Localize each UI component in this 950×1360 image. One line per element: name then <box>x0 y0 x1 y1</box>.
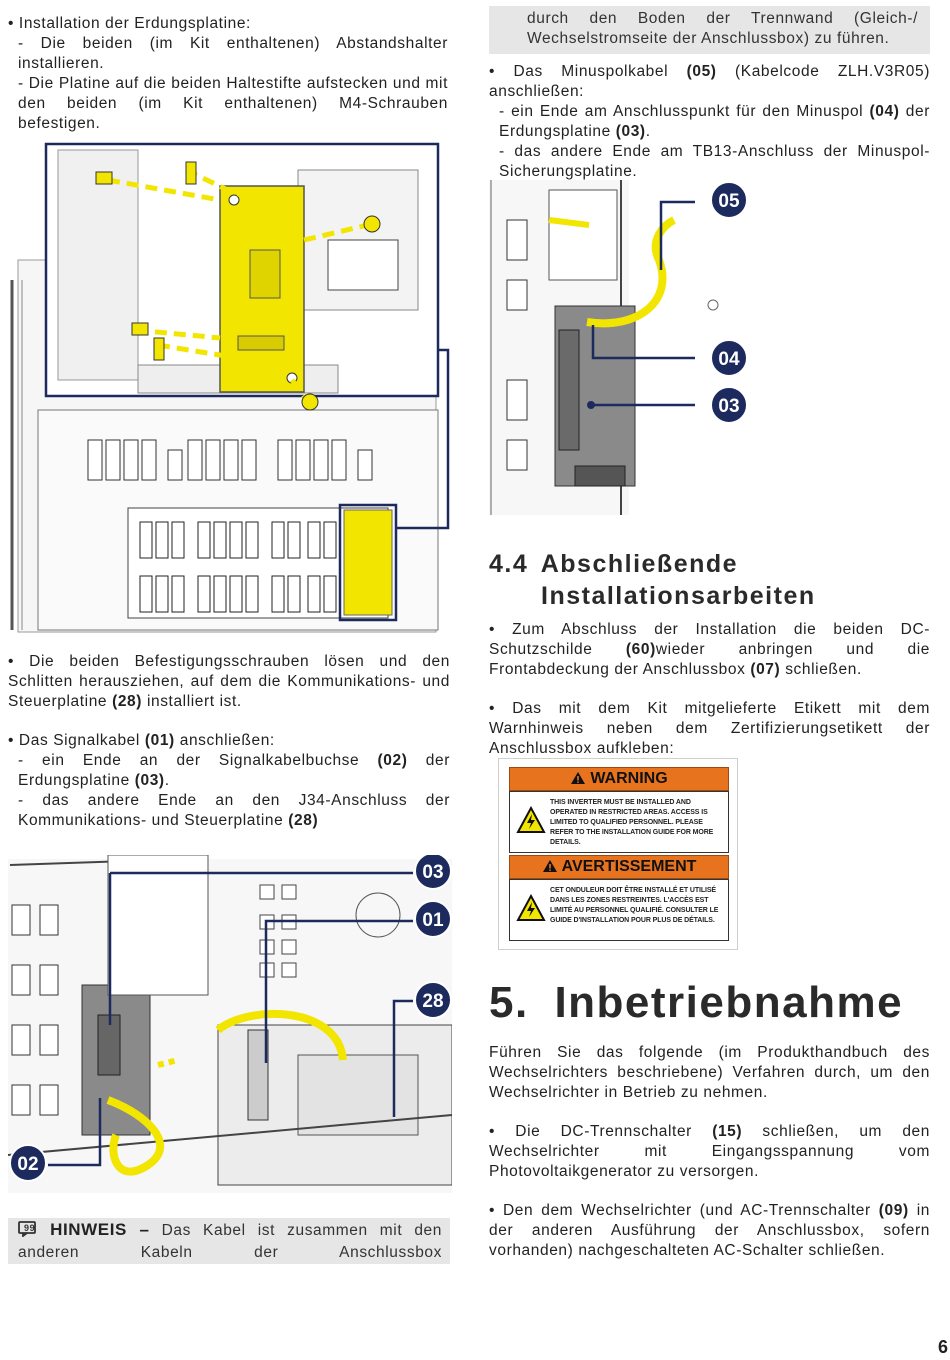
dc-switch-pre: • Die DC-Trennschalter <box>489 1123 713 1140</box>
ac-switch-post: in der anderen Ausführung der Anschlussb… <box>489 1202 930 1259</box>
continuation-note: durch den Boden der Trennwand (Gleich-/ … <box>489 6 930 54</box>
signal-cable-post: anschließen: <box>174 732 275 749</box>
remove-sled-text: • Die beiden Befestigungsschrauben lösen… <box>8 652 450 712</box>
remove-sled-pre: • Die beiden Befestigungsschrauben lösen… <box>8 653 450 710</box>
signal-cable-pre: • Das Signalkabel <box>8 732 145 749</box>
section-5-title: Inbetriebnahme <box>554 978 904 1027</box>
negative-step1-mid: der Erdungsplatine <box>499 103 930 140</box>
label-instruction: • Das mit dem Kit mitgelieferte Etikett … <box>489 700 930 757</box>
step-spacers: - Die beiden (im Kit enthaltenen) Abstan… <box>18 35 448 72</box>
negative-cable-text: • Das Minuspolkabel (05) (Kabelcode ZLH.… <box>489 62 930 182</box>
ref-03-right: (03) <box>615 123 646 140</box>
ref-28b: (28) <box>288 812 319 829</box>
final-work-end: schließen. <box>780 661 862 678</box>
section-5-heading: 5. Inbetriebnahme <box>489 978 903 1028</box>
callout-01: 01 <box>422 910 444 931</box>
avertissement-header: AVERTISSEMENT <box>509 855 729 879</box>
ref-28: (28) <box>112 693 143 710</box>
note-text: Das Kabel ist zusammen mit den anderen K… <box>18 1222 442 1261</box>
ac-switch-text: • Den dem Wechselrichter (und AC-Trennsc… <box>489 1201 930 1261</box>
negative-step1-end: . <box>645 123 651 140</box>
dc-switch-text: • Die DC-Trennschalter (15) schließen, u… <box>489 1122 930 1182</box>
final-work-post: wieder anbringen und die Frontabdeckung … <box>489 641 930 678</box>
final-work-pre: • Zum Abschluss der Installation die bei… <box>489 621 930 658</box>
warning-label: WARNING THIS INVERTER MUST BE INSTALLED … <box>498 758 738 950</box>
ref-04: (04) <box>869 103 900 120</box>
note-icon: 99 <box>18 1221 38 1243</box>
warning-body: THIS INVERTER MUST BE INSTALLED AND OPER… <box>509 791 729 853</box>
commissioning-intro: Führen Sie das folgende (im Produkthandb… <box>489 1043 930 1103</box>
final-work-text: • Zum Abschluss der Installation die bei… <box>489 620 930 680</box>
warning-text: THIS INVERTER MUST BE INSTALLED AND OPER… <box>550 799 714 846</box>
callout-05: 05 <box>718 191 740 212</box>
ref-05: (05) <box>686 63 717 80</box>
step-mount-board: - Die Platine auf die beiden Haltestifte… <box>18 75 448 132</box>
warning-small-icon <box>570 770 586 792</box>
ref-03: (03) <box>134 772 165 789</box>
avertissement-text: CET ONDULEUR DOIT ÊTRE INSTALLÉ ET UTILI… <box>550 887 719 924</box>
commissioning-intro-text: Führen Sie das folgende (im Produkthandb… <box>489 1044 930 1101</box>
ref-01: (01) <box>144 732 175 749</box>
section-4-4-number: 4.4 <box>489 550 529 578</box>
bullet-install-grounding-board: • Installation der Erdungsplatine: <box>8 15 251 32</box>
warning-title: WARNING <box>590 770 668 787</box>
section-4-4-title-1: Abschließende <box>540 550 739 578</box>
continuation-text: durch den Boden der Trennwand (Gleich-/ … <box>527 10 918 47</box>
remove-sled-post: installiert ist. <box>142 693 242 710</box>
ref-60: (60) <box>625 641 656 658</box>
negative-cable-post: (Kabelcode ZLH.V3R05) anschließen: <box>489 63 930 100</box>
avertissement-title: AVERTISSEMENT <box>561 858 697 875</box>
negative-cable-pre: • Das Minuspolkabel <box>489 63 687 80</box>
section-4-4-title-2: Installationsarbeiten <box>541 582 816 610</box>
signal-step1-post: der Erdungsplatine <box>18 752 451 789</box>
section-4-4-heading: 4.4 Abschließende Installationsarbeiten <box>489 548 930 612</box>
note-label: HINWEIS – <box>50 1220 150 1239</box>
hinweis-note: 99 HINWEIS – Das Kabel ist zusammen mit … <box>8 1218 450 1264</box>
figure-negative-cable: 05 04 03 <box>489 180 748 515</box>
install-grounding-board-text: • Installation der Erdungsplatine: - Die… <box>8 14 448 134</box>
negative-step1-pre: - ein Ende am Anschlusspunkt für den Min… <box>499 103 870 120</box>
label-instruction-text: • Das mit dem Kit mitgelieferte Etikett … <box>489 699 930 759</box>
signal-step1-end: . <box>164 772 170 789</box>
ref-15: (15) <box>712 1123 743 1140</box>
electric-hazard-icon-fr <box>516 894 546 921</box>
ref-02: (02) <box>377 752 408 769</box>
signal-step1-pre: - ein Ende an der Signalkabelbuchse <box>18 752 378 769</box>
callout-04: 04 <box>718 349 740 370</box>
signal-cable-text: • Das Signalkabel (01) anschließen: - ei… <box>8 731 450 831</box>
callout-02: 02 <box>17 1154 38 1175</box>
avertissement-small-icon <box>542 858 558 880</box>
section-5-number: 5. <box>489 978 529 1027</box>
ac-switch-pre: • Den dem Wechselrichter (und AC-Trennsc… <box>489 1202 879 1219</box>
figure-signal-cable: 03 01 28 02 <box>8 855 452 1193</box>
signal-step2-pre: - das andere Ende an den J34-Anschluss d… <box>18 792 450 829</box>
callout-03: 03 <box>422 862 443 883</box>
callout-28: 28 <box>422 991 443 1012</box>
figure-grounding-board-installation <box>10 142 450 633</box>
avertissement-body: CET ONDULEUR DOIT ÊTRE INSTALLÉ ET UTILI… <box>509 879 729 941</box>
ref-07: (07) <box>750 661 781 678</box>
ref-09: (09) <box>878 1202 909 1219</box>
svg-text:99: 99 <box>24 1223 35 1233</box>
electric-hazard-icon <box>516 806 546 833</box>
page-number: 6 <box>937 1337 948 1357</box>
warning-header: WARNING <box>509 767 729 791</box>
callout-03-right: 03 <box>718 396 739 417</box>
negative-step2: - das andere Ende am TB13-Anschluss der … <box>499 143 930 180</box>
dc-switch-post: schließen, um den Wechselrichter mit Ein… <box>489 1123 930 1180</box>
